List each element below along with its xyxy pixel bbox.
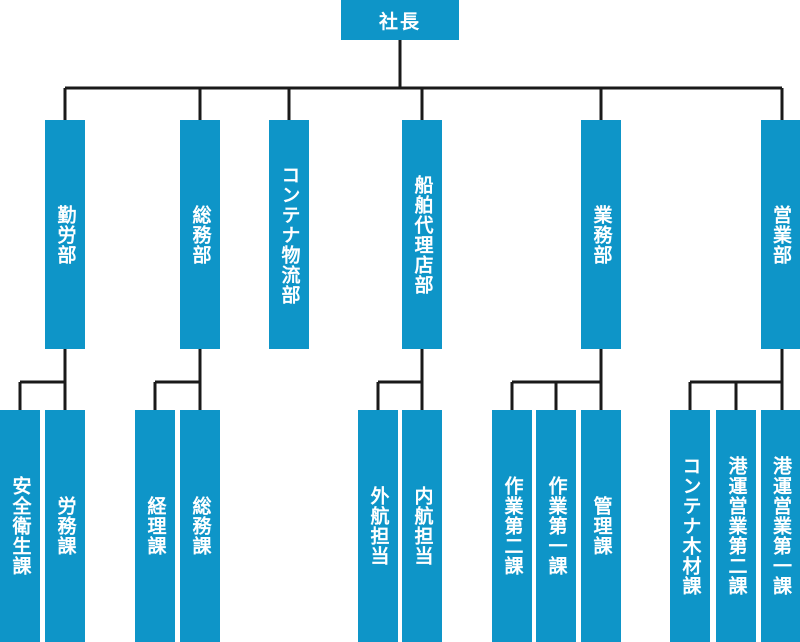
node-label: 安全衛生課 bbox=[9, 476, 32, 576]
section-node: 作業第一課 bbox=[536, 410, 576, 642]
department-node: 業務部 bbox=[581, 120, 621, 349]
node-label: 業務部 bbox=[590, 204, 613, 265]
node-label: 管理課 bbox=[590, 496, 613, 556]
section-node: 港運営業第二課 bbox=[716, 410, 756, 642]
section-node: 労務課 bbox=[45, 410, 85, 642]
section-node: 内航担当 bbox=[402, 410, 442, 642]
node-label: 作業第一課 bbox=[545, 476, 568, 576]
department-node: 船舶代理店部 bbox=[402, 120, 442, 349]
node-label: 船舶代理店部 bbox=[411, 174, 434, 295]
section-node: 経理課 bbox=[135, 410, 175, 642]
node-label: 社長 bbox=[378, 10, 421, 33]
node-label: 港運営業第一課 bbox=[770, 456, 792, 596]
section-node: 安全衛生課 bbox=[0, 410, 40, 642]
node-label: 勤労部 bbox=[54, 204, 77, 265]
node-label: 営業部 bbox=[770, 204, 792, 265]
section-node: 外航担当 bbox=[358, 410, 398, 642]
node-label: 総務部 bbox=[189, 204, 212, 265]
node-label: 内航担当 bbox=[411, 486, 434, 566]
node-label: 総務課 bbox=[189, 496, 212, 556]
node-label: 経理課 bbox=[144, 496, 167, 556]
department-node: 勤労部 bbox=[45, 120, 85, 349]
department-node: 営業部 bbox=[761, 120, 800, 349]
node-label: コンテナ物流部 bbox=[278, 164, 301, 305]
node-label: 労務課 bbox=[54, 496, 77, 556]
section-node: 総務課 bbox=[180, 410, 220, 642]
department-node: コンテナ物流部 bbox=[269, 120, 309, 349]
section-node: 港運営業第一課 bbox=[761, 410, 800, 642]
department-node: 総務部 bbox=[180, 120, 220, 349]
node-label: 作業第二課 bbox=[501, 476, 524, 576]
section-node: コンテナ木材課 bbox=[670, 410, 710, 642]
president-node: 社長 bbox=[341, 0, 459, 40]
section-node: 作業第二課 bbox=[492, 410, 532, 642]
node-label: 港運営業第二課 bbox=[725, 456, 748, 596]
section-node: 管理課 bbox=[581, 410, 621, 642]
node-label: 外航担当 bbox=[367, 486, 390, 566]
node-label: コンテナ木材課 bbox=[679, 456, 702, 596]
